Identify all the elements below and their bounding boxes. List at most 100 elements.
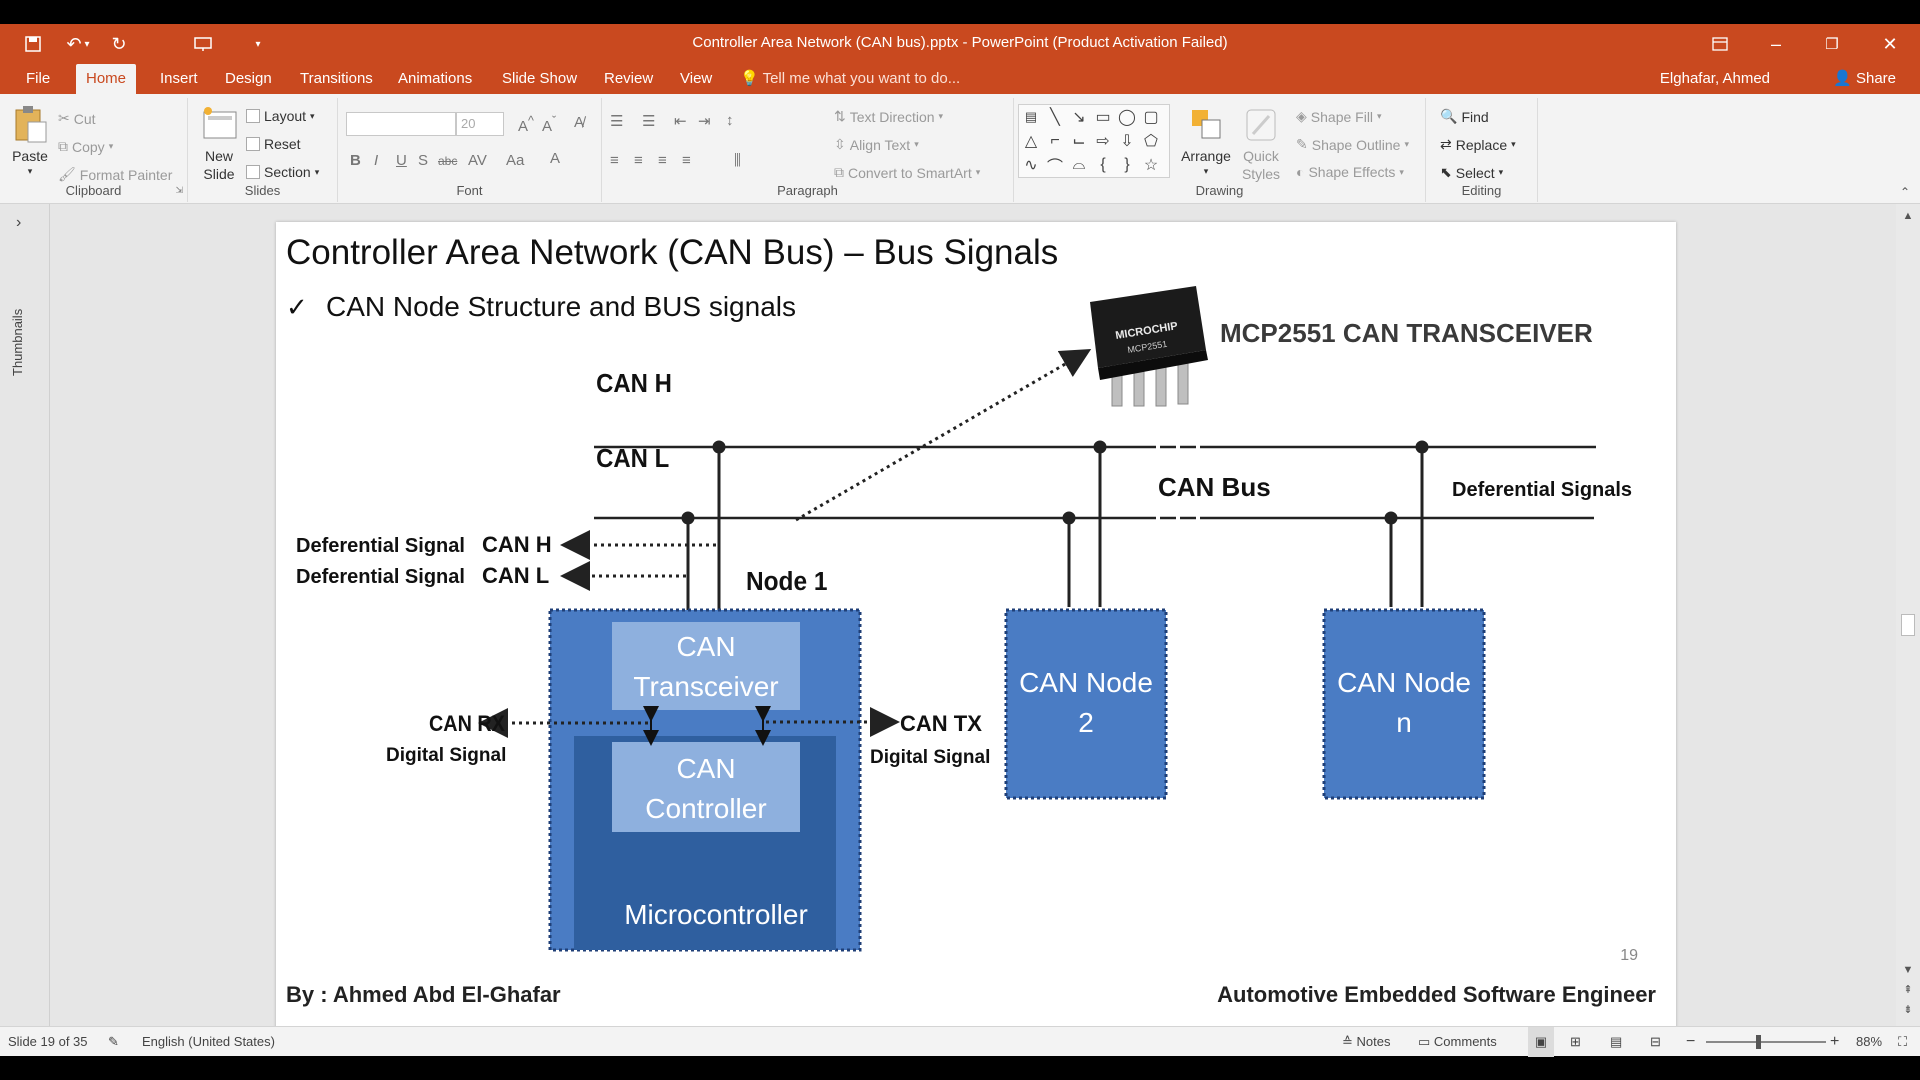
wave-shape-icon[interactable]: ⌓ [1072, 156, 1086, 173]
scroll-thumb[interactable] [1901, 614, 1915, 636]
shrink-font-icon[interactable]: Aˇ [542, 114, 557, 135]
notes-button[interactable]: ≙ Notes [1342, 1027, 1391, 1057]
change-case-icon[interactable]: Aa [506, 152, 525, 169]
zoom-slider[interactable] [1706, 1027, 1826, 1057]
slide-sorter-icon[interactable]: ⊞ [1570, 1034, 1581, 1049]
tab-animations[interactable]: Animations [398, 70, 473, 87]
scroll-down-icon[interactable]: ▼ [1902, 964, 1914, 976]
can-l-signal-label[interactable]: CAN L [482, 563, 549, 588]
increase-indent-icon[interactable]: ⇥ [698, 113, 711, 130]
save-icon[interactable] [18, 30, 48, 58]
shape-effects-button[interactable]: ◐Shape Effects▾ [1296, 164, 1404, 180]
previous-slide-icon[interactable]: ⇞ [1903, 984, 1913, 996]
comments-button[interactable]: ▭ Comments [1418, 1027, 1497, 1057]
node1-label[interactable]: Node 1 [746, 567, 827, 596]
clipboard-launcher-icon[interactable]: ⇲ [175, 185, 183, 195]
bold-icon[interactable]: B [350, 152, 361, 169]
restore-icon[interactable]: ❐ [1825, 36, 1839, 53]
node1-box[interactable]: CAN Transceiver CAN Controller Microcont… [548, 608, 862, 952]
line-shape-icon[interactable]: ╲ [1050, 109, 1060, 126]
zoom-slider-thumb[interactable] [1756, 1035, 1761, 1049]
font-color-icon[interactable]: A [550, 150, 561, 167]
normal-view-icon[interactable]: ▣ [1528, 1027, 1554, 1057]
curve-shape-icon[interactable]: ∿ [1024, 157, 1038, 174]
bullets-icon[interactable]: ☰ [610, 113, 624, 130]
minimize-icon[interactable]: – [1770, 33, 1781, 54]
thumbnails-rail[interactable]: › Thumbnails [0, 204, 50, 1026]
slide-title[interactable]: Controller Area Network (CAN Bus) – Bus … [286, 233, 1058, 272]
noden-box[interactable]: CAN Node n [1322, 608, 1486, 800]
can-rx-label[interactable]: CAN RX [429, 712, 505, 736]
reset-button[interactable]: Reset [246, 136, 301, 152]
new-slide-button[interactable]: New Slide [196, 102, 242, 188]
redo-icon[interactable]: ↻ [111, 33, 127, 54]
tell-me-search[interactable]: 💡 Tell me what you want to do... [740, 64, 960, 94]
replace-button[interactable]: ⇄Replace▾ [1440, 136, 1516, 153]
down-arrow-shape-icon[interactable]: ⇩ [1120, 133, 1134, 150]
tab-transitions[interactable]: Transitions [300, 70, 373, 87]
align-right-icon[interactable]: ≡ [658, 152, 667, 169]
tab-insert[interactable]: Insert [160, 70, 198, 87]
role-footer[interactable]: Automotive Embedded Software Engineer [1217, 982, 1656, 1007]
zoom-out-icon[interactable]: − [1686, 1033, 1696, 1050]
oval-shape-icon[interactable]: ◯ [1118, 109, 1136, 126]
find-button[interactable]: 🔍Find [1440, 108, 1489, 125]
shape-outline-button[interactable]: ✎Shape Outline▾ [1296, 136, 1409, 153]
next-slide-icon[interactable]: ⇟ [1903, 1004, 1913, 1016]
scroll-up-icon[interactable]: ▲ [1902, 210, 1914, 222]
rectangle-shape-icon[interactable]: ▭ [1095, 109, 1111, 126]
italic-icon[interactable]: I [374, 152, 379, 169]
chevron-right-icon[interactable]: › [16, 214, 22, 231]
reading-view-icon[interactable]: ▤ [1610, 1034, 1623, 1049]
slide-bullet[interactable]: CAN Node Structure and BUS signals [326, 291, 796, 322]
paste-button[interactable]: Paste ▾ [8, 102, 52, 182]
tab-file[interactable]: File [26, 70, 51, 87]
collapse-ribbon-icon[interactable]: ⌃ [1899, 185, 1910, 199]
slide-count[interactable]: Slide 19 of 35 [8, 1034, 88, 1049]
user-account[interactable]: Elghafar, Ahmed [1659, 70, 1770, 87]
tab-slide-show[interactable]: Slide Show [502, 70, 578, 87]
shape-fill-button[interactable]: ◈Shape Fill▾ [1296, 108, 1382, 125]
grow-font-icon[interactable]: A^ [518, 114, 534, 135]
node2-box[interactable]: CAN Node 2 [1004, 608, 1168, 800]
zoom-in-icon[interactable]: + [1830, 1033, 1840, 1050]
text-box-shape-icon[interactable]: ▤ [1024, 109, 1038, 124]
right-brace-shape-icon[interactable]: } [1124, 156, 1130, 173]
numbering-icon[interactable]: ☰ [642, 113, 656, 130]
deferential-signals-label[interactable]: Deferential Signals [1452, 479, 1632, 501]
tab-home[interactable]: Home [76, 64, 137, 94]
strikethrough-icon[interactable]: abc [438, 154, 458, 168]
left-brace-shape-icon[interactable]: { [1100, 156, 1106, 173]
elbow-shape-icon[interactable]: ⌙ [1072, 133, 1086, 150]
vertical-scrollbar[interactable]: ▲ ▼ ⇞ ⇟ [1896, 204, 1920, 1026]
can-h-signal-label[interactable]: CAN H [482, 532, 552, 557]
tab-design[interactable]: Design [225, 70, 272, 87]
triangle-shape-icon[interactable]: △ [1024, 133, 1038, 150]
star-shape-icon[interactable]: ☆ [1143, 157, 1159, 174]
slide-show-view-icon[interactable]: ⊟ [1650, 1034, 1661, 1049]
underline-icon[interactable]: U [396, 152, 407, 169]
freeform-shape-icon[interactable]: ⬠ [1144, 133, 1158, 150]
tab-view[interactable]: View [680, 70, 713, 87]
character-spacing-icon[interactable]: AV [468, 152, 487, 169]
font-name-field[interactable] [346, 112, 456, 136]
arc-shape-icon[interactable]: ⌒ [1046, 159, 1063, 176]
fit-to-window-icon[interactable]: ⛶ [1898, 1034, 1908, 1049]
spelling-icon[interactable]: ✎ [108, 1034, 119, 1049]
convert-smartart-button[interactable]: ⧉Convert to SmartArt▾ [834, 164, 981, 181]
start-from-beginning-icon[interactable] [188, 30, 218, 58]
copy-button[interactable]: ⧉Copy▾ [58, 138, 114, 155]
shadow-icon[interactable]: S [418, 152, 429, 169]
slide-canvas[interactable]: Controller Area Network (CAN Bus) – Bus … [276, 222, 1676, 1034]
font-size-field[interactable]: 20 [456, 112, 504, 136]
tab-review[interactable]: Review [604, 70, 654, 87]
format-painter-button[interactable]: 🖌Format Painter [58, 166, 172, 183]
arrange-button[interactable]: Arrange ▾ [1178, 102, 1234, 188]
chip-label[interactable]: MCP2551 CAN TRANSCEIVER [1220, 318, 1593, 348]
quick-styles-button[interactable]: Quick Styles [1236, 102, 1286, 188]
layout-button[interactable]: Layout▾ [246, 108, 315, 124]
close-icon[interactable]: ✕ [1882, 33, 1898, 54]
author-footer[interactable]: By : Ahmed Abd El-Ghafar [286, 982, 561, 1007]
diff-signal-label-1[interactable]: Deferential Signal [296, 535, 465, 557]
customize-qat-icon[interactable]: ▾ [255, 38, 261, 50]
